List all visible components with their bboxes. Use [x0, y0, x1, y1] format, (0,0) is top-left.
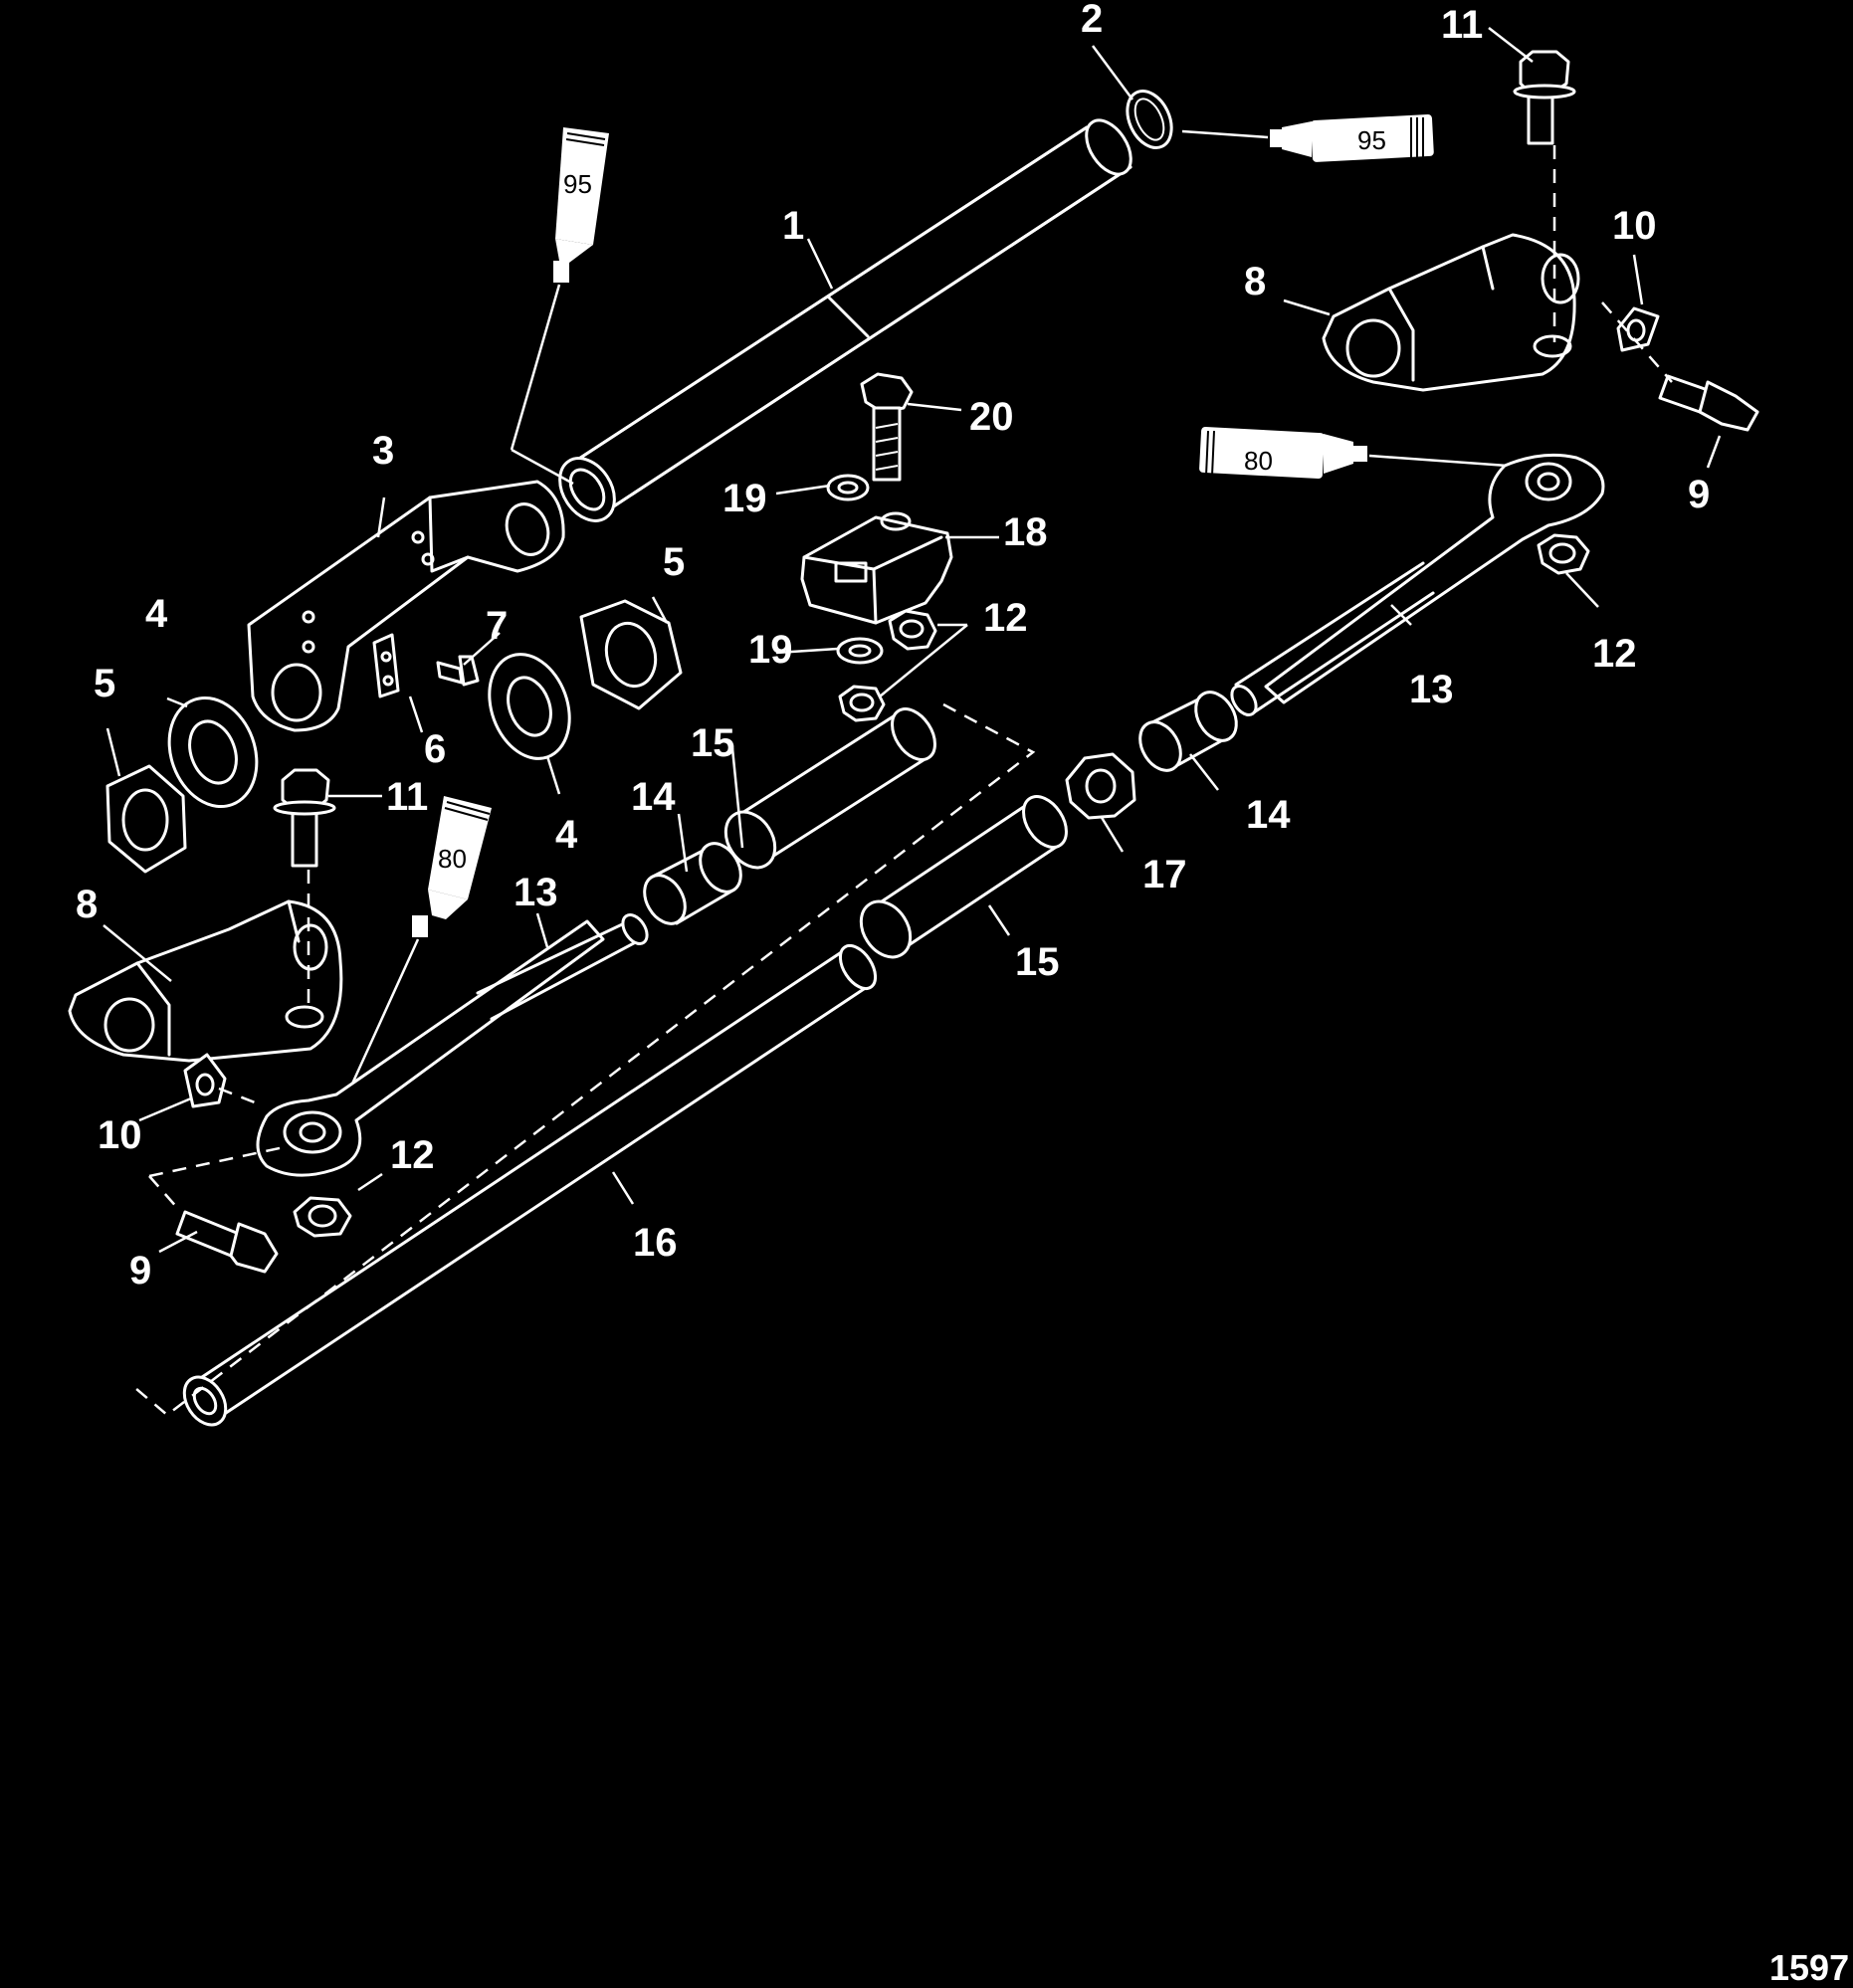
callout-12-right: 12 [1592, 632, 1637, 676]
part-washer-4-right [488, 653, 571, 760]
part-bushing-14-right [1138, 691, 1238, 772]
callout-10-left: 10 [98, 1113, 142, 1157]
part-bolt-9-right [1658, 374, 1759, 432]
part-sleeve-15-upper [723, 707, 936, 870]
part-block-18 [800, 511, 953, 625]
callout-11-left: 11 [386, 775, 428, 819]
callout-5-right: 5 [663, 540, 685, 584]
tube-label-95-right: 95 [1357, 125, 1386, 155]
callout-9-right: 9 [1688, 473, 1710, 516]
callout-19-lower: 19 [748, 628, 793, 672]
callout-3: 3 [372, 429, 394, 473]
part-flange-bolt-11-top [1513, 50, 1576, 145]
callout-9-left: 9 [129, 1249, 151, 1292]
part-clevis-8-right [1322, 233, 1580, 392]
lubricant-tube-95-right: 95 [1181, 113, 1434, 162]
callout-4-right: 4 [555, 813, 578, 857]
part-bolt-20 [860, 372, 914, 482]
part-flange-bolt-11-left [273, 768, 336, 868]
part-bracket-3 [247, 480, 565, 732]
callout-15-upper: 15 [691, 721, 735, 765]
callout-7: 7 [486, 604, 508, 648]
part-washer-19-upper [826, 474, 870, 501]
lubricant-tube-95-left: 95 [510, 127, 609, 486]
lubricant-tube-80-right: 80 [1199, 426, 1536, 480]
callout-15-lower: 15 [1015, 940, 1060, 984]
part-screw-7 [436, 655, 480, 687]
callout-14-right: 14 [1246, 793, 1291, 837]
part-plate-6 [372, 633, 400, 698]
part-washer-19-lower [836, 637, 884, 665]
part-bushing-14-left [643, 842, 742, 925]
callout-numbers: 2 11 1 10 8 20 3 9 19 18 5 4 7 12 19 12 … [76, 0, 1710, 1292]
callout-13-right: 13 [1409, 668, 1454, 711]
callout-2: 2 [1081, 0, 1103, 41]
part-locknut-12-mid-b [838, 685, 886, 722]
leader-lines [103, 27, 1722, 1254]
callout-8-right: 8 [1244, 260, 1266, 303]
callout-10-right: 10 [1612, 204, 1657, 248]
part-locknut-12-left [293, 1196, 352, 1238]
part-nut-5-right [579, 599, 683, 710]
part-bolt-9-left [175, 1210, 279, 1274]
part-tie-rod-end-13-right [1230, 453, 1605, 716]
callout-12-left: 12 [390, 1133, 435, 1177]
callout-1: 1 [782, 204, 804, 248]
callout-8-left: 8 [76, 883, 98, 926]
callout-4-left: 4 [145, 592, 168, 636]
part-square-nut-10-right [1616, 306, 1660, 352]
callout-6: 6 [424, 727, 446, 771]
part-tube-1 [558, 118, 1132, 522]
part-nut-5-left [105, 764, 187, 874]
tube-label-95-left: 95 [563, 169, 592, 199]
callout-20: 20 [969, 395, 1014, 439]
part-clevis-8-left [68, 899, 343, 1063]
callout-14-left: 14 [631, 775, 676, 819]
callout-16: 16 [633, 1221, 678, 1265]
part-tube-16 [182, 943, 878, 1427]
figure-number: 1597 [1769, 1947, 1849, 1988]
callout-11-top: 11 [1441, 3, 1483, 47]
part-o-ring-2 [1126, 90, 1173, 149]
tube-label-80-left: 80 [438, 844, 467, 874]
tube-label-80-right: 80 [1244, 446, 1273, 476]
part-locknut-12-mid-a [888, 609, 937, 651]
callout-19-upper: 19 [722, 477, 767, 520]
callout-18: 18 [1003, 510, 1048, 554]
part-hex-nut-17 [1065, 752, 1136, 820]
assembly-dashed-lines [128, 145, 1673, 1417]
part-washer-4-left [167, 696, 259, 809]
callout-5-left: 5 [94, 662, 115, 705]
callout-13-left: 13 [514, 871, 558, 914]
part-tie-rod-end-13-left [256, 913, 649, 1177]
callout-17: 17 [1142, 853, 1187, 896]
part-sleeve-15-lower [859, 795, 1068, 959]
callout-12-mid: 12 [983, 596, 1028, 640]
part-locknut-12-right [1537, 533, 1590, 575]
